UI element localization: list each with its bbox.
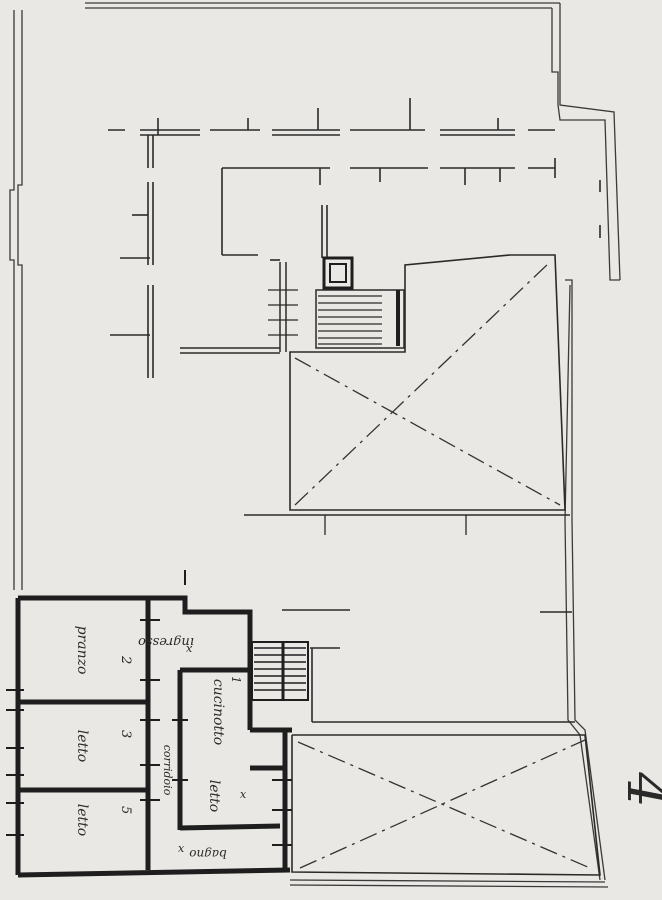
mark-letto-c: x xyxy=(240,788,247,801)
num-pranzo: 2 xyxy=(118,655,133,664)
num-letto-a: 3 xyxy=(118,730,133,738)
lower-hall xyxy=(291,734,601,876)
label-pranzo: pranzo xyxy=(74,626,90,675)
upper-stair-core xyxy=(268,256,405,352)
label-letto-a: letto xyxy=(74,730,90,762)
wall-ticks xyxy=(6,570,292,846)
label-letto-c: letto xyxy=(206,780,222,812)
outer-boundary xyxy=(9,2,621,888)
upper-hall xyxy=(244,254,570,535)
mark-ingresso: x xyxy=(186,642,193,655)
upper-corridor-walls xyxy=(108,98,601,238)
num-cucinotto: 1 xyxy=(229,676,243,684)
label-bagno: bagno xyxy=(189,847,226,861)
left-wing-walls xyxy=(110,135,328,378)
label-corridoio: corridoio xyxy=(161,745,174,796)
mark-bagno: x xyxy=(178,842,185,855)
apartment-walls xyxy=(15,595,292,878)
label-ingresso: ingresso xyxy=(138,634,194,649)
sheet-number: 4 xyxy=(614,771,662,808)
lower-stair xyxy=(251,641,309,701)
middle-room xyxy=(282,609,575,723)
label-letto-b: letto xyxy=(74,804,90,836)
num-letto-b: 5 xyxy=(118,806,133,814)
label-cucinotto: cucinotto xyxy=(210,679,226,745)
